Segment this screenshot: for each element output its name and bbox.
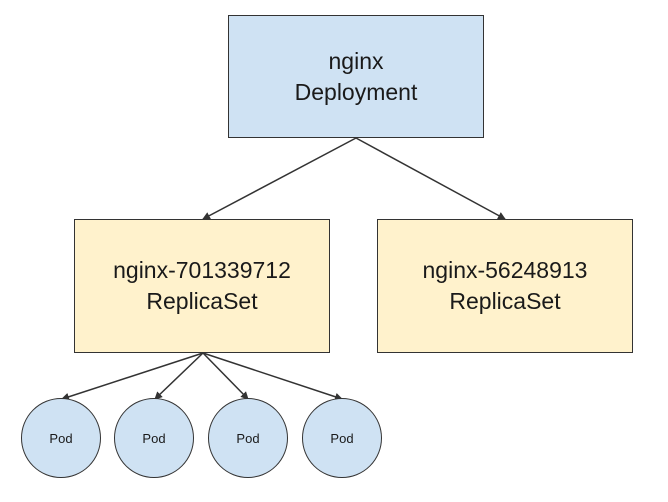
replicaset-node: nginx-701339712 ReplicaSet <box>74 219 330 353</box>
arrow-replicaset-to-pod-4 <box>202 352 343 401</box>
pod-node: Pod <box>21 398 101 478</box>
pod-node: Pod <box>114 398 194 478</box>
replicaset-name: nginx-701339712 <box>113 257 291 283</box>
replicaset-name: nginx-56248913 <box>422 257 588 283</box>
arrow-replicaset-to-pod-3 <box>202 352 249 400</box>
pod-label: Pod <box>49 430 73 446</box>
replicaset-kind: ReplicaSet <box>146 288 258 314</box>
arrow-replicaset-to-pod-1 <box>61 352 204 401</box>
pod-label: Pod <box>330 430 354 446</box>
pod-label: Pod <box>236 430 260 446</box>
arrow-deployment-to-replicaset-2 <box>355 137 506 220</box>
replicaset-node: nginx-56248913 ReplicaSet <box>377 219 633 353</box>
deployment-name: nginx <box>328 47 384 74</box>
deployment-node: nginx Deployment <box>228 15 484 138</box>
arrow-replicaset-to-pod-2 <box>154 352 204 400</box>
pod-node: Pod <box>302 398 382 478</box>
arrow-deployment-to-replicaset-1 <box>202 137 357 220</box>
pod-node: Pod <box>208 398 288 478</box>
pod-label: Pod <box>142 430 166 446</box>
deployment-kind: Deployment <box>294 78 418 105</box>
replicaset-kind: ReplicaSet <box>449 288 561 314</box>
